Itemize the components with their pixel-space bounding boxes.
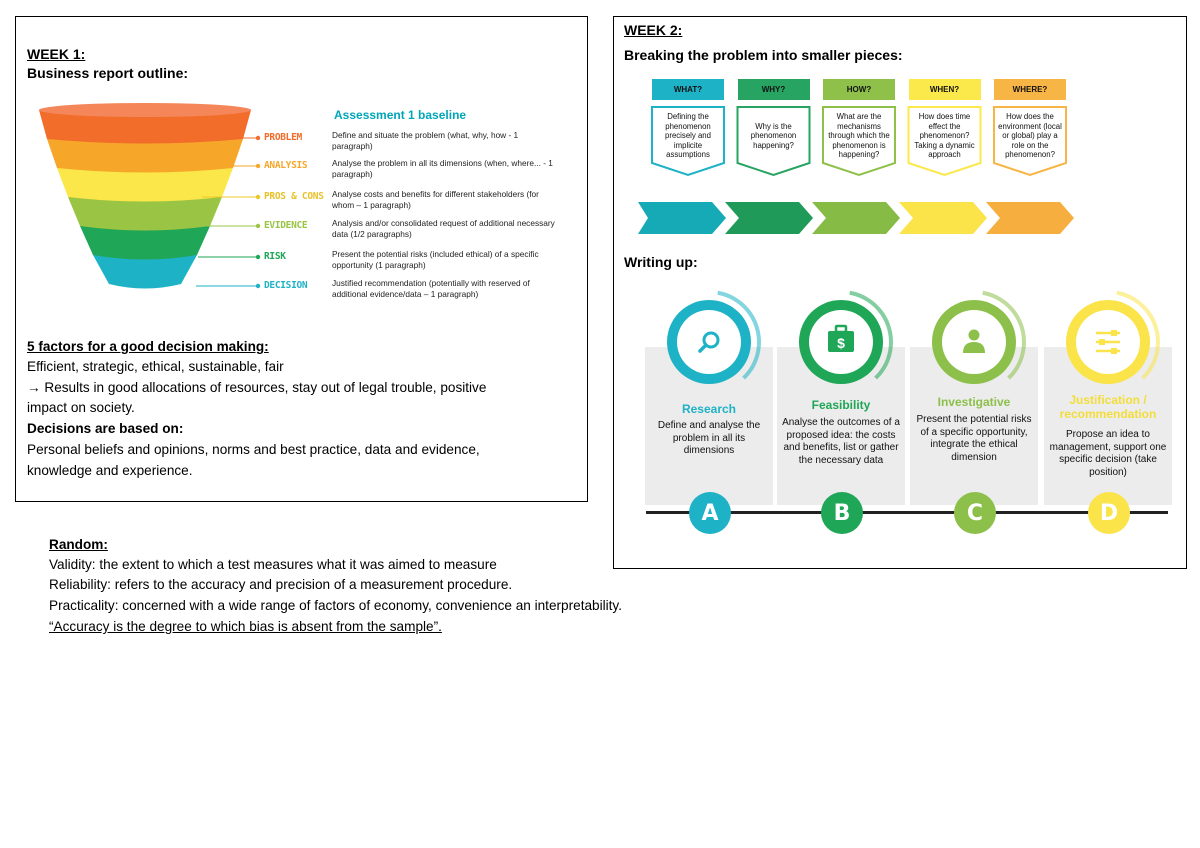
writing-title-1: Feasibility [811, 398, 871, 412]
steps-diagram [638, 106, 1074, 234]
funnel-diagram [39, 103, 261, 289]
step-card-0 [651, 106, 725, 177]
decisions-line-2: knowledge and experience. [27, 463, 193, 478]
funnel-label-problem: PROBLEM [264, 132, 302, 143]
step-head-3: WHEN? [908, 79, 981, 100]
badge-inner-0 [677, 310, 741, 374]
writing-badge-1: $ [789, 290, 893, 394]
decisions-heading: Decisions are based on: [27, 421, 184, 436]
badge-arc-0 [657, 290, 761, 394]
assessment-title: Assessment 1 baseline [334, 108, 467, 122]
week1-panel: WEEK 1: Business report outline: Assessm… [15, 16, 588, 502]
funnel-dot-1 [255, 163, 261, 169]
step-head-1: WHY? [737, 79, 810, 100]
writing-heading: Writing up: [624, 254, 698, 270]
week2-subheading: Breaking the problem into smaller pieces… [624, 47, 903, 63]
writing-desc-2: Present the potential risks of a specifi… [916, 414, 1032, 463]
funnel-band-1 [47, 139, 243, 173]
badge-arc-2 [922, 290, 1026, 394]
step-body-3: How does time effect the phenomenon? Tak… [914, 112, 975, 160]
writing-desc-3: Propose an idea to management, support o… [1049, 429, 1167, 478]
step-body-0: Defining the phenomenon precisely and im… [665, 112, 711, 160]
writing-badge-0 [657, 290, 761, 394]
random-heading: Random: [49, 537, 108, 552]
random-line-reliability: Reliability: refers to the accuracy and … [49, 577, 513, 592]
week2-panel: WEEK 2: Breaking the problem into smalle… [613, 16, 1187, 569]
funnel-desc-2: Analyse costs and benefits for different… [332, 189, 539, 210]
dollar-sign: $ [837, 335, 845, 351]
funnel-top-ellipse [39, 103, 251, 117]
step-card-2 [822, 106, 896, 177]
funnel-dot-2 [255, 194, 261, 200]
step-card-1 [736, 106, 811, 177]
letter-badge-b: B [821, 492, 863, 534]
step-card-4 [993, 106, 1067, 177]
timeline-line [646, 511, 1168, 514]
funnel-band-4 [80, 226, 210, 260]
funnel-dot-5 [255, 283, 261, 289]
person-icon [963, 329, 985, 353]
sliders-icon [1096, 330, 1120, 354]
step-arrow-1 [725, 202, 813, 234]
step-arrow-2 [812, 202, 900, 234]
writing-title-0: Research [681, 402, 737, 416]
funnel-band-2 [57, 168, 233, 202]
funnel-band-0 [39, 110, 251, 144]
funnel-dot-4 [255, 254, 261, 260]
writing-title-3: Justification / recommendation [1059, 393, 1157, 421]
funnel-label-pros-cons: PROS & CONS [264, 191, 324, 202]
writing-title-2: Investigative [937, 395, 1011, 409]
funnel-desc-5: Justified recommendation (potentially wi… [332, 278, 530, 299]
funnel-desc-0: Define and situate the problem (what, wh… [332, 130, 519, 151]
writing-desc-1: Analyse the outcomes of a proposed idea:… [782, 417, 900, 466]
results-line-1: → Results in good allocations of resourc… [27, 380, 487, 395]
funnel-band-5 [93, 255, 197, 289]
funnel-desc-4: Present the potential risks (included et… [332, 249, 539, 270]
funnel-desc-3: Analysis and/or consolidated request of … [332, 218, 555, 239]
random-line-accuracy: “Accuracy is the degree to which bias is… [49, 619, 442, 634]
briefcase-dollar-icon: $ [828, 324, 854, 352]
step-card-3 [907, 106, 982, 177]
funnel-label-evidence: EVIDENCE [264, 220, 308, 231]
factors-text: Efficient, strategic, ethical, sustainab… [27, 359, 284, 374]
step-arrow-4 [986, 202, 1074, 234]
week2-heading: WEEK 2: [624, 22, 683, 38]
week1-heading: WEEK 1: [27, 46, 86, 62]
funnel-dot-3 [255, 223, 261, 229]
decisions-line-1: Personal beliefs and opinions, norms and… [27, 442, 480, 457]
step-body-2: What are the mechanisms through which th… [828, 112, 890, 160]
funnel-label-risk: RISK [264, 251, 286, 262]
letter-badge-d: D [1088, 492, 1130, 534]
step-body-1: Why is the phenomenon happening? [750, 121, 797, 150]
step-head-0: WHAT? [652, 79, 724, 100]
badge-arc-1 [789, 290, 893, 394]
step-arrow-3 [899, 202, 987, 234]
writing-badge-3 [1056, 290, 1160, 394]
random-line-validity: Validity: the extent to which a test mea… [49, 557, 497, 572]
results-line-2: impact on society. [27, 400, 135, 415]
week1-subheading: Business report outline: [27, 65, 189, 81]
letter-badge-c: C [954, 492, 996, 534]
funnel-label-analysis: ANALYSIS [264, 160, 308, 171]
funnel-band-3 [68, 197, 222, 231]
step-arrow-0 [638, 202, 726, 234]
writing-badge-2 [922, 290, 1026, 394]
step-head-2: HOW? [823, 79, 895, 100]
funnel-desc-1: Analyse the problem in all its dimension… [332, 158, 553, 179]
step-head-4: WHERE? [994, 79, 1066, 100]
search-icon [698, 331, 720, 353]
letter-badge-a: A [689, 492, 731, 534]
funnel-dot-0 [255, 135, 261, 141]
step-body-4: How does the environment (local or globa… [998, 112, 1062, 160]
writing-desc-0: Define and analyse the problem in all it… [657, 420, 761, 456]
factors-heading: 5 factors for a good decision making: [27, 339, 269, 354]
random-line-practicality: Practicality: concerned with a wide rang… [49, 598, 622, 613]
funnel-label-decision: DECISION [264, 280, 308, 291]
